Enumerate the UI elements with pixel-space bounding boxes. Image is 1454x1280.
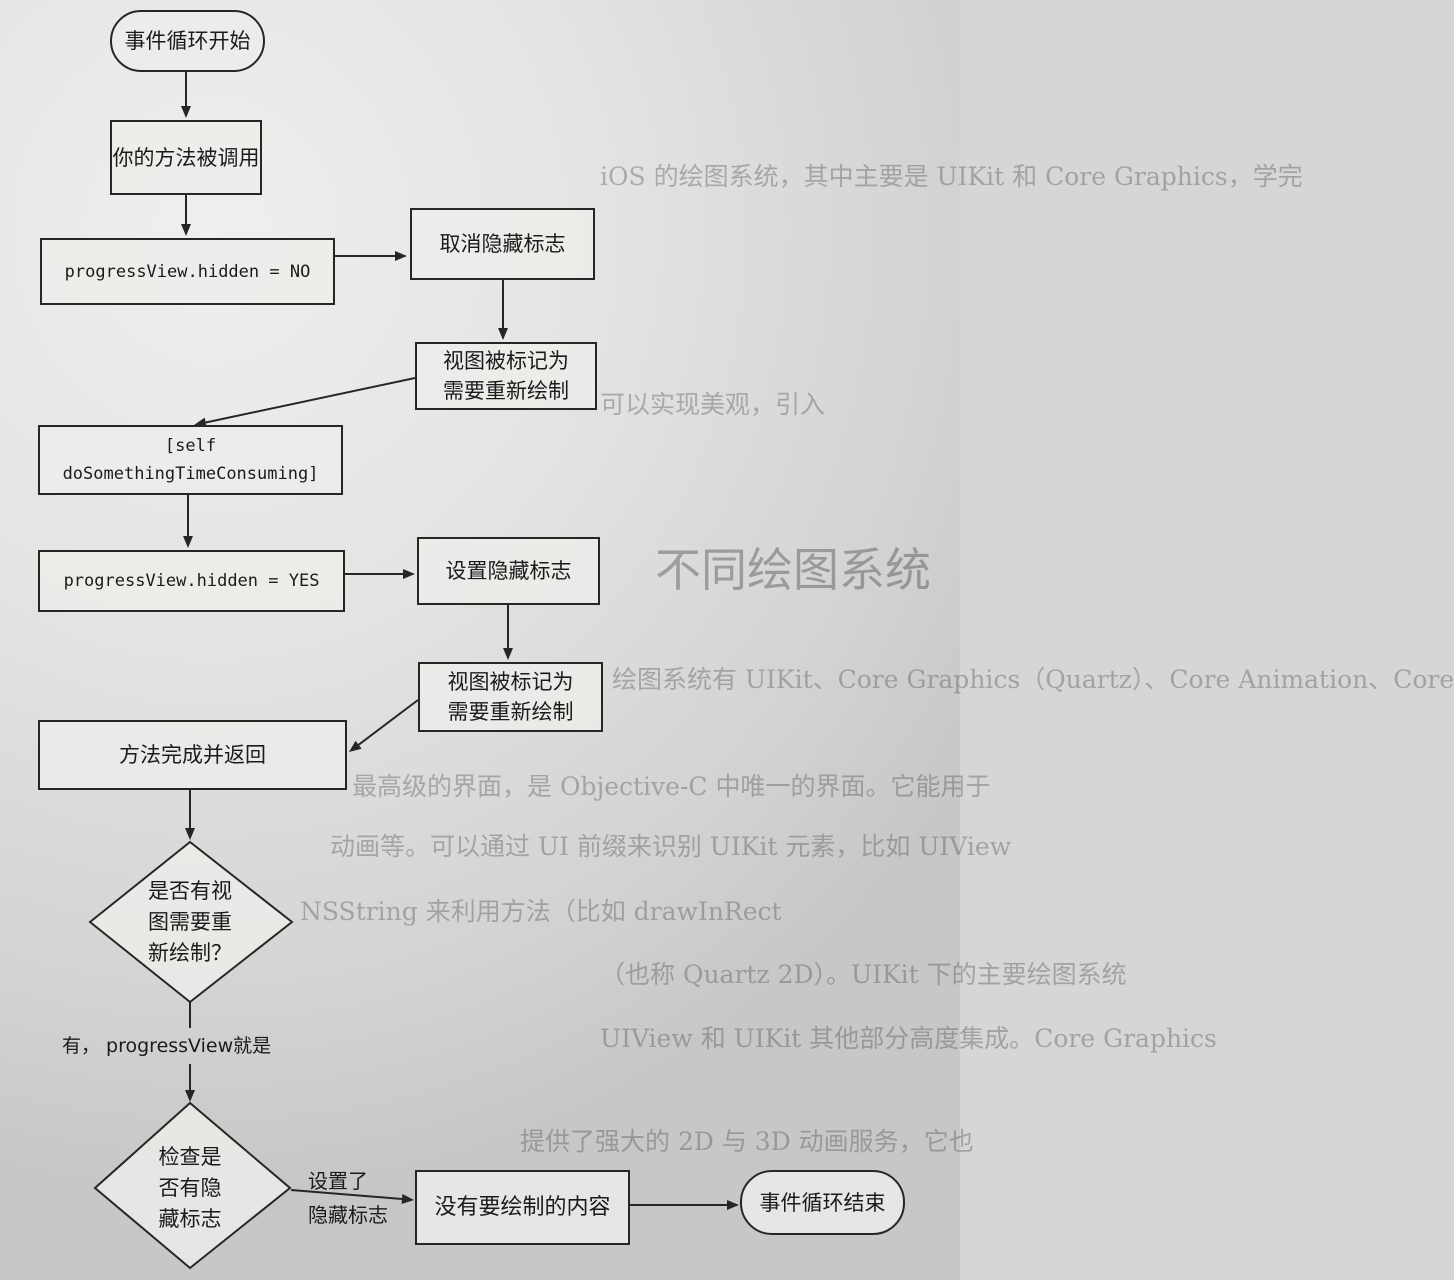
process-view-marked-first: 视图被标记为 需要重新绘制	[415, 342, 597, 410]
node-label: 事件循环结束	[759, 1190, 886, 1215]
arrow-hidden-decision-to-nothing-to-draw	[290, 1189, 414, 1204]
arrowhead	[395, 251, 407, 261]
arrow-line	[290, 1189, 403, 1200]
arrow-view-marked-to-method-returns	[349, 699, 419, 752]
decision-label-line: 图需要重	[148, 909, 232, 934]
process-method-returns: 方法完成并返回	[38, 720, 347, 790]
arrowhead	[349, 740, 362, 752]
body-text-line: 最高级的界面，是 Objective-C 中唯一的界面。它能用于	[352, 772, 991, 801]
arrow-redraw-decision-to-hidden-decision	[185, 1002, 195, 1102]
arrow-view-marked-to-time-consuming	[194, 377, 416, 428]
edge-label-hidden-flag-set: 设置了 隐藏标志	[308, 1164, 412, 1232]
decision-label-line: 检查是	[158, 1144, 222, 1169]
arrowhead	[185, 828, 195, 840]
node-label: 没有要绘制的内容	[434, 1194, 611, 1220]
arrow-hidden-no-to-clear-flag	[335, 251, 407, 261]
arrowhead	[498, 328, 508, 340]
node-label-line: 视图被标记为	[443, 349, 569, 373]
body-text-line: 动画等。可以通过 UI 前缀来识别 UIKit 元素，比如 UIView	[330, 832, 1012, 861]
node-label: progressView.hidden = YES	[63, 571, 320, 591]
node-label: 设置隐藏标志	[445, 559, 572, 583]
arrowhead	[185, 1090, 195, 1102]
arrowhead	[503, 648, 513, 660]
arrow-line	[205, 377, 416, 424]
decision-hidden-flag: 检查是 否有隐 藏标志	[120, 1138, 260, 1238]
node-label: 取消隐藏标志	[439, 232, 566, 256]
arrowhead	[401, 1194, 414, 1204]
node-label-line: 视图被标记为	[447, 670, 574, 694]
edge-label-yes: 有， progressView就是	[62, 1035, 272, 1057]
body-text-line: NSString 来利用方法（比如 drawInRect	[300, 897, 782, 926]
node-label: 方法完成并返回	[119, 743, 266, 767]
arrow-method-returns-to-redraw-decision	[185, 790, 195, 840]
body-text-line: UIView 和 UIKit 其他部分高度集成。Core Graphics	[600, 1024, 1217, 1053]
arrow-clear-flag-to-view-marked	[498, 280, 508, 340]
node-label: progressView.hidden = NO	[64, 261, 311, 282]
body-text-line: 可以实现美观，引入	[600, 390, 826, 419]
decision-label-line: 是否有视	[148, 878, 232, 903]
page-background-text: iOS 的绘图系统，其中主要是 UIKit 和 Core Graphics，学完…	[300, 162, 1454, 1156]
terminal-start: 事件循环开始	[110, 10, 265, 72]
edge-label-line: 设置了	[308, 1169, 368, 1193]
decision-needs-redraw-shape	[88, 840, 294, 1004]
process-nothing-to-draw: 没有要绘制的内容	[415, 1170, 630, 1245]
flowchart-connectors	[88, 72, 739, 1270]
section-heading: 不同绘图系统	[655, 543, 931, 597]
arrowhead	[181, 106, 191, 118]
arrowhead	[727, 1200, 739, 1210]
arrowhead	[181, 224, 191, 236]
body-text-line: 绘图系统有 UIKit、Core Graphics（Quartz）、Core A…	[612, 665, 1454, 694]
node-label-line: doSomethingTimeConsuming]	[62, 464, 319, 484]
arrow-time-consuming-to-hidden-yes	[183, 495, 193, 548]
arrow-nothing-to-draw-to-end	[630, 1200, 739, 1210]
decision-hidden-flag-shape	[93, 1101, 292, 1270]
node-label-line: 需要重新绘制	[443, 379, 569, 403]
node-label: 你的方法被调用	[112, 145, 260, 170]
body-text-line: （也称 Quartz 2D）。UIKit 下的主要绘图系统	[600, 960, 1127, 989]
process-set-hidden-yes: progressView.hidden = YES	[38, 550, 345, 612]
arrowhead	[183, 536, 193, 548]
arrowhead	[194, 417, 207, 428]
arrow-start-to-method-called	[181, 72, 191, 118]
process-set-hidden-no: progressView.hidden = NO	[40, 238, 335, 305]
node-label-line: 需要重新绘制	[447, 700, 574, 724]
node-label-line: [self	[164, 436, 217, 456]
process-method-called: 你的方法被调用	[110, 120, 262, 195]
body-text-line: iOS 的绘图系统，其中主要是 UIKit 和 Core Graphics，学完	[600, 162, 1303, 191]
decision-label-line: 藏标志	[158, 1206, 222, 1231]
body-text-line: 提供了强大的 2D 与 3D 动画服务，它也	[520, 1127, 974, 1156]
arrow-line	[357, 699, 419, 746]
decision-label-line: 新绘制？	[148, 940, 232, 965]
process-clear-hidden-flag: 取消隐藏标志	[410, 208, 595, 280]
process-time-consuming-call: [self doSomethingTimeConsuming]	[38, 425, 343, 495]
decision-label-line: 否有隐	[158, 1175, 222, 1200]
decision-needs-redraw: 是否有视 图需要重 新绘制？	[110, 862, 270, 982]
arrow-set-flag-to-view-marked	[503, 605, 513, 660]
arrow-method-called-to-hidden-no	[181, 195, 191, 236]
edge-label-line: 隐藏标志	[308, 1203, 388, 1227]
arrowhead	[403, 569, 415, 579]
arrow-hidden-yes-to-set-flag	[345, 569, 415, 579]
terminal-end: 事件循环结束	[740, 1170, 905, 1235]
process-view-marked-second: 视图被标记为 需要重新绘制	[418, 662, 603, 732]
node-label: 事件循环开始	[124, 29, 251, 53]
process-set-hidden-flag: 设置隐藏标志	[417, 537, 600, 605]
